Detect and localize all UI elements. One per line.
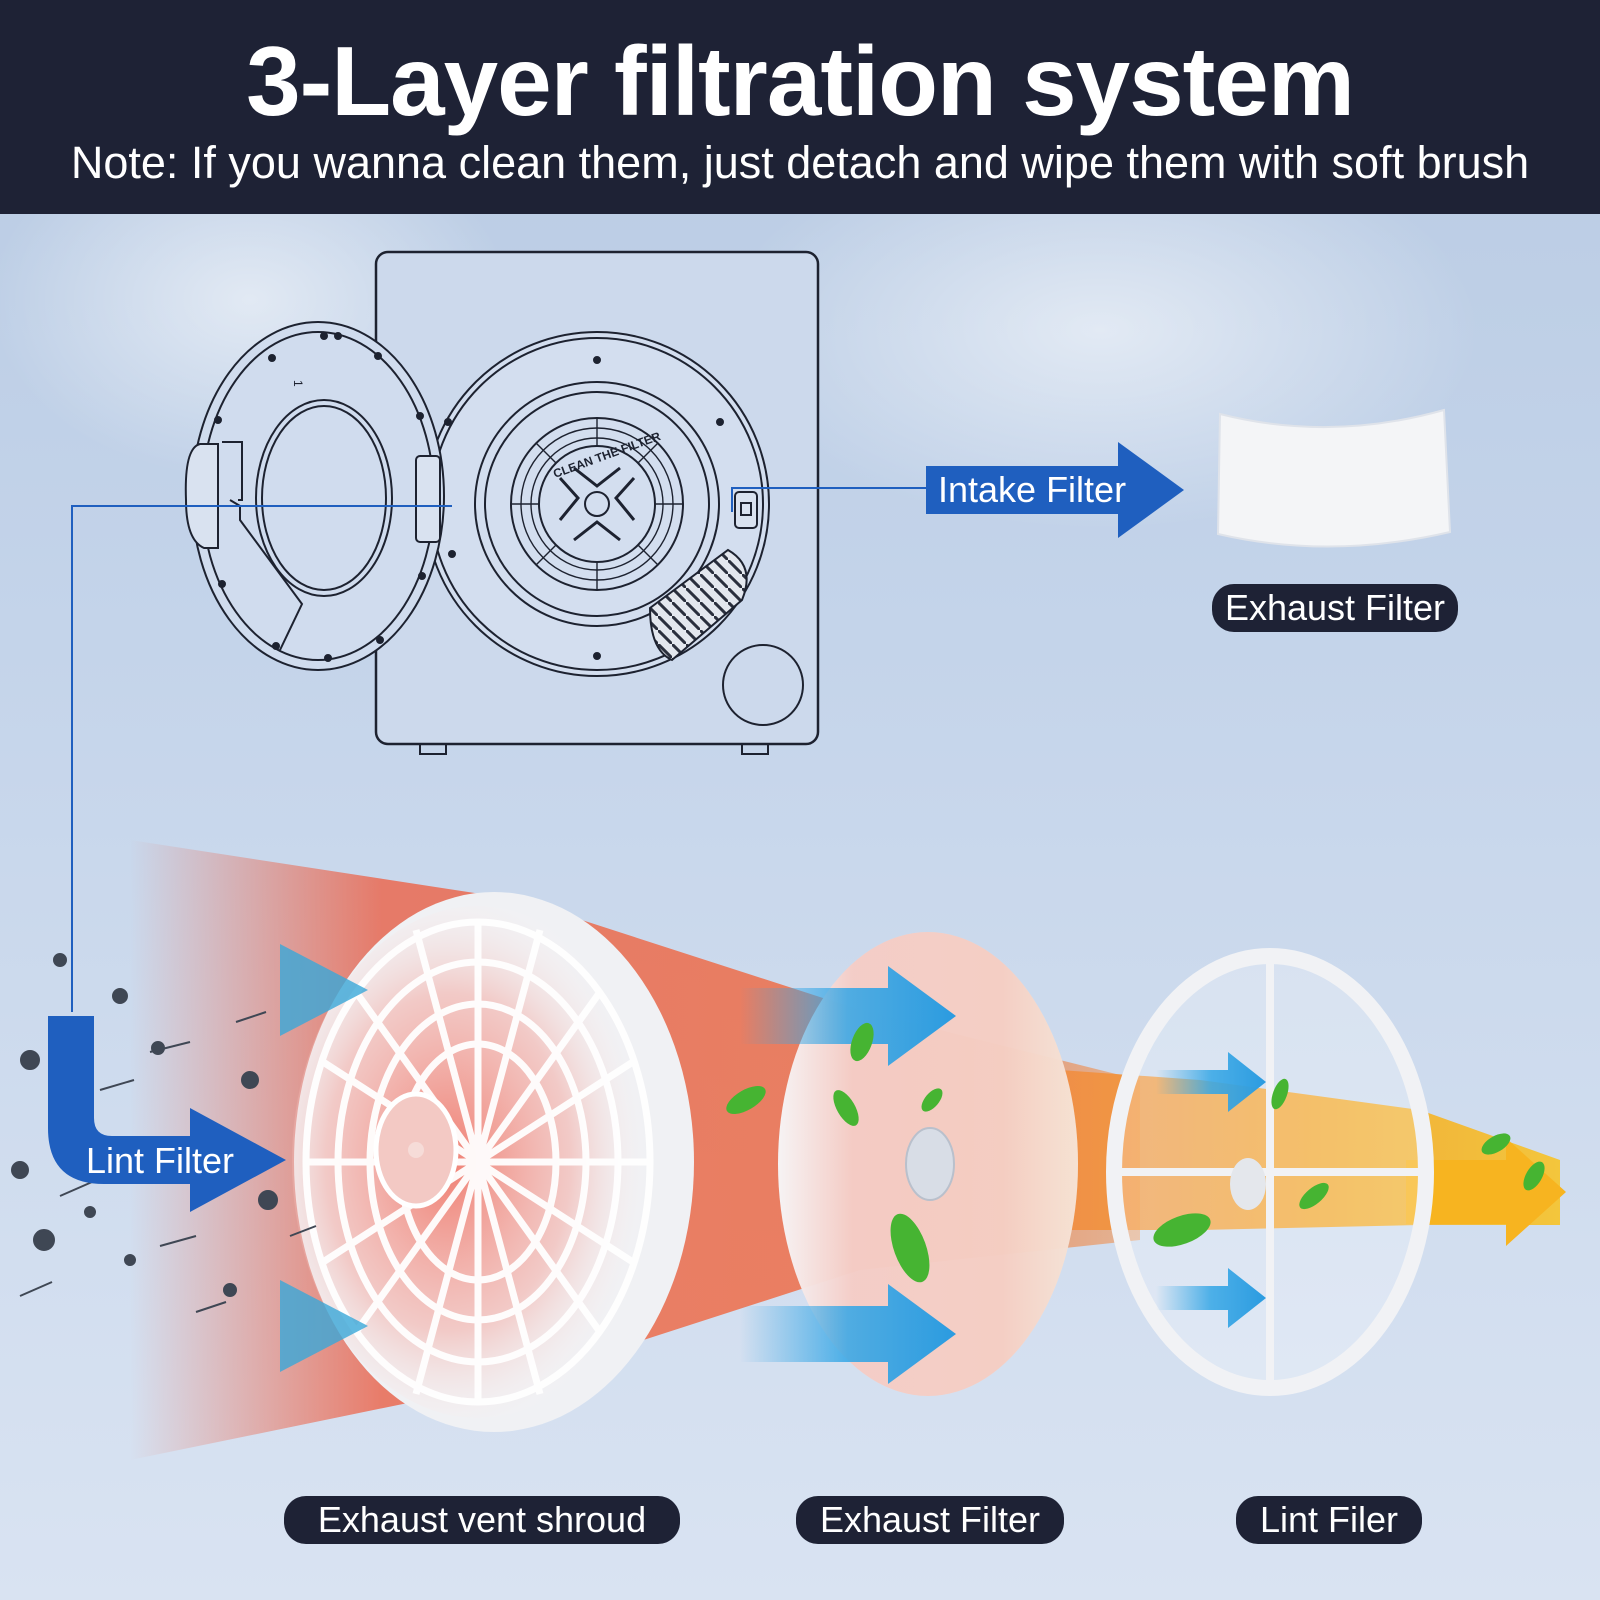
- dryer-drawing: [184, 250, 820, 755]
- blue-air-arrows: [280, 944, 1266, 1384]
- exhaust-filter-pad: [1216, 408, 1452, 548]
- leaf-icons: [726, 1022, 1545, 1283]
- lint-filter-label: Lint Filter: [86, 1140, 235, 1181]
- exhaust-vent-shroud: [292, 892, 694, 1432]
- exhaust-vent-shroud-pill: Exhaust vent shroud: [284, 1496, 680, 1544]
- drum-filter-grid: [511, 418, 683, 590]
- door-mark: 1: [291, 380, 305, 387]
- page-subtitle: Note: If you wanna clean them, just deta…: [70, 137, 1530, 188]
- top-exhaust-filter-pill: Exhaust Filter: [1212, 584, 1458, 632]
- lint-filter-arrow: [48, 1016, 286, 1212]
- lint-filer-frame: [1106, 948, 1434, 1396]
- header-banner: 3-Layer filtration system Note: If you w…: [0, 0, 1600, 214]
- intake-filter-label: Intake Filter: [938, 469, 1127, 510]
- intake-filter-arrow: [926, 442, 1184, 538]
- connector-lines: [71, 487, 926, 1012]
- exhaust-filter-pill: Exhaust Filter: [796, 1496, 1064, 1544]
- page-title: 3-Layer filtration system: [246, 26, 1355, 136]
- lint-filer-pill: Lint Filer: [1236, 1496, 1422, 1544]
